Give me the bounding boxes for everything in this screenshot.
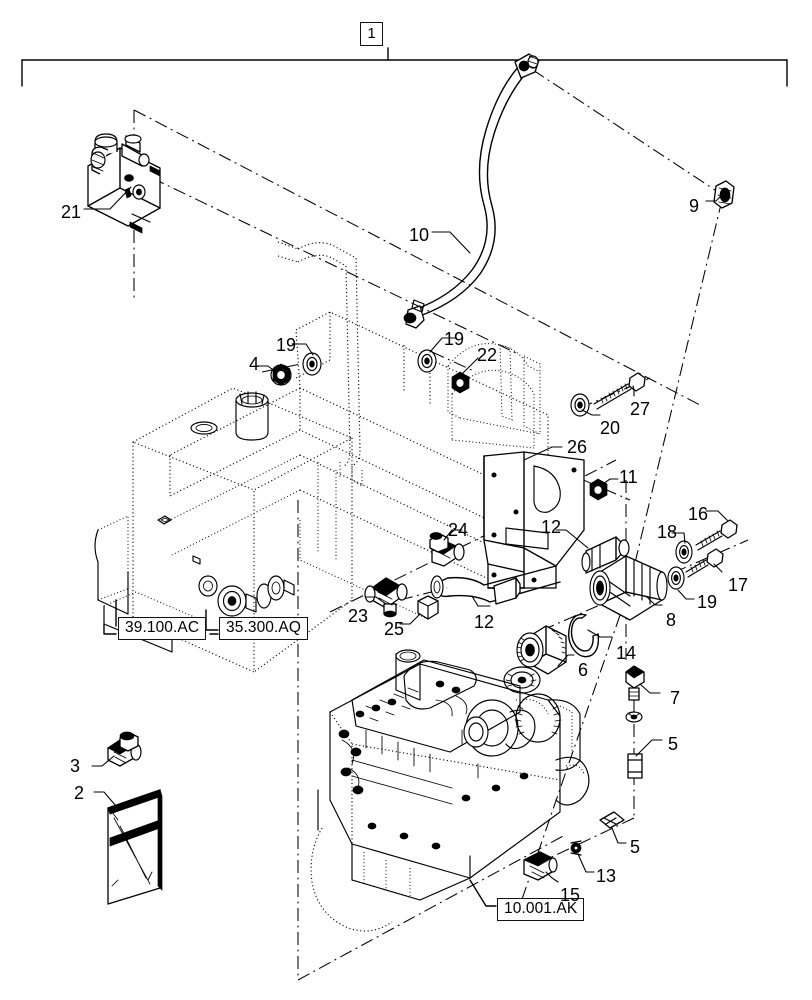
part-13-fitting	[570, 840, 595, 873]
callout-22: 22	[477, 345, 498, 365]
reference-box-leaders	[103, 599, 497, 907]
part-8-hydraulic-pump	[589, 555, 668, 621]
part-11-nut	[589, 478, 619, 501]
part-16-bolt	[695, 510, 738, 551]
part-25-cap-nut	[399, 595, 439, 625]
callout-20: 20	[600, 418, 621, 438]
callout-15: 15	[560, 885, 581, 905]
part-9-hose-fitting	[705, 180, 735, 209]
part-19-washer-mid	[417, 337, 457, 373]
callout-13: 13	[596, 866, 617, 886]
callout-12-lower: 12	[474, 612, 495, 632]
callout-19: 19	[276, 335, 297, 355]
callout-3: 3	[70, 756, 81, 776]
callout-5: 5	[668, 734, 679, 754]
callout-19-mid: 19	[444, 329, 465, 349]
engine-assembly-phantom	[310, 649, 590, 932]
machine-frame-phantom	[169, 311, 549, 621]
part-20-washer	[570, 393, 601, 417]
part-15-fitting	[523, 851, 559, 883]
frame-hose-phantom	[277, 241, 363, 487]
part-26-bracket	[483, 446, 585, 589]
callout-10: 10	[409, 225, 430, 245]
part-21-valve-block	[83, 133, 161, 234]
reference-box-39-100-AC[interactable]: 39.100.AC	[118, 617, 207, 641]
part-14-retaining-ring	[567, 613, 613, 658]
part-6-drive-coupler	[516, 625, 575, 675]
part-19-washer-right	[667, 566, 695, 600]
callout-9: 9	[689, 196, 700, 216]
callout-25: 25	[384, 619, 405, 639]
callout-19-right: 19	[697, 592, 718, 612]
part-12-hose-lower	[430, 565, 561, 607]
part-12-tube-upper	[555, 529, 630, 574]
part-24-elbow-fitting	[429, 529, 465, 567]
callout-14: 14	[616, 643, 637, 663]
part-7-fitting	[625, 665, 661, 701]
part-18-washer	[671, 532, 693, 564]
callout-23: 23	[348, 606, 369, 626]
projection-centre-lines	[133, 69, 749, 981]
reference-box-10-001-AK[interactable]: 10.001.AK	[497, 898, 585, 922]
part-4-nut	[255, 363, 292, 386]
callout-26: 26	[567, 437, 588, 457]
part-2-panel-plate	[93, 789, 163, 905]
part-5-clamp-upper	[627, 739, 663, 779]
item-1-callout-box: 1	[360, 22, 383, 46]
part-19-washer-left	[291, 343, 322, 376]
callout-5-lower: 5	[630, 837, 641, 857]
part-27-bolt	[593, 372, 646, 410]
callout-27: 27	[630, 399, 651, 419]
part-5-clamp-lower	[599, 811, 627, 844]
callout-4: 4	[249, 354, 260, 374]
part-3-elbow-fitting	[91, 731, 142, 767]
part-23-tee-fitting	[364, 577, 408, 618]
part-10-hydraulic-hose	[403, 53, 540, 329]
callout-6: 6	[578, 660, 589, 680]
top-span-bracket	[21, 47, 788, 87]
callout-12: 12	[541, 517, 562, 537]
callout-11: 11	[619, 467, 638, 487]
callout-2: 2	[74, 783, 85, 803]
callout-24: 24	[448, 520, 469, 540]
reference-box-35-300-AQ[interactable]: 35.300.AQ	[219, 617, 309, 641]
callout-7: 7	[670, 688, 681, 708]
callout-8: 8	[666, 610, 677, 630]
washer-under-7	[625, 711, 643, 723]
part-17-bolt	[685, 548, 724, 578]
callout-17: 17	[728, 575, 749, 595]
callout-16: 16	[688, 504, 709, 524]
callout-18: 18	[657, 522, 678, 542]
part-22-nut	[451, 357, 479, 394]
callout-21: 21	[61, 202, 82, 222]
